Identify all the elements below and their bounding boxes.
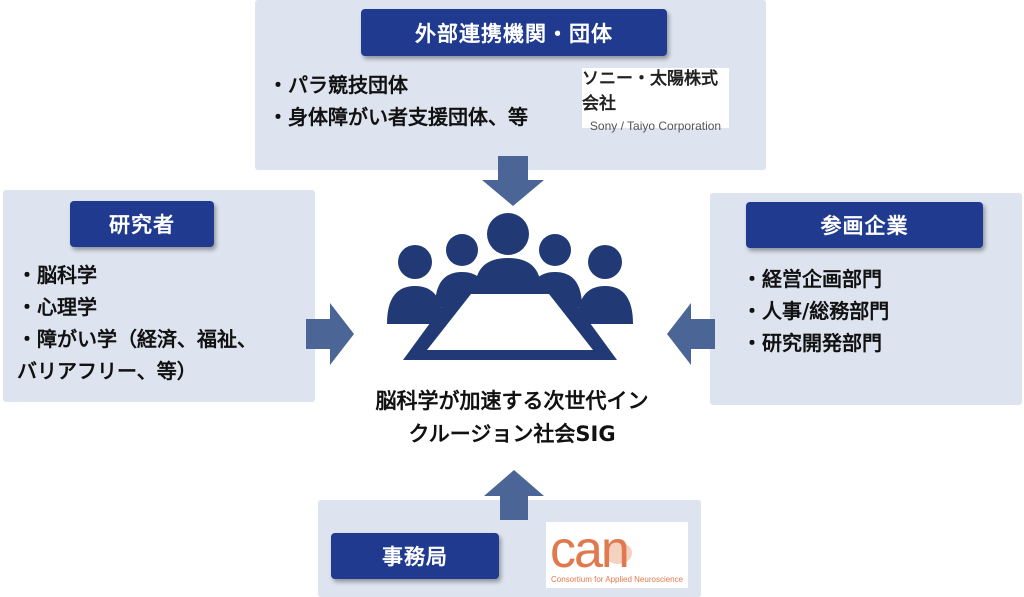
- sig-title-line1: 脳科学が加速する次世代イン: [375, 389, 649, 413]
- arrow-right-icon: [306, 303, 354, 365]
- arrow-down-icon: [482, 156, 544, 206]
- meeting-table-icon: [387, 213, 633, 360]
- sig-title-line2: クルージョン社会SIG: [408, 422, 616, 446]
- arrow-up-icon: [484, 470, 544, 520]
- list-item: ・心理学: [17, 295, 97, 319]
- list-item: ・経営企画部門: [742, 267, 882, 291]
- list-item: ・人事/総務部門: [742, 299, 890, 323]
- can-logo-text: can: [550, 521, 630, 579]
- brain-icon: [604, 542, 632, 564]
- secretariat-title: 事務局: [331, 533, 499, 579]
- researchers-panel: 研究者 ・脳科学 ・心理学 ・障がい学（経済、福祉、 バリアフリー、等）: [3, 190, 315, 402]
- list-item: ・脳科学: [17, 263, 97, 287]
- sony-taiyo-logo: ソニー・太陽株式会社 Sony / Taiyo Corporation: [582, 68, 729, 133]
- sony-logo-jp: ソニー・太陽株式会社: [582, 68, 718, 114]
- external-partners-list: ・パラ競技団体 ・身体障がい者支援団体、等: [268, 69, 528, 133]
- participating-companies-panel: 参画企業 ・経営企画部門 ・人事/総務部門 ・研究開発部門: [710, 193, 1022, 405]
- arrow-left-icon: [667, 303, 715, 365]
- external-partners-title: 外部連携機関・団体: [361, 9, 667, 56]
- participating-companies-list: ・経営企画部門 ・人事/総務部門 ・研究開発部門: [742, 263, 889, 359]
- researchers-list: ・脳科学 ・心理学 ・障がい学（経済、福祉、 バリアフリー、等）: [17, 259, 257, 387]
- external-partners-panel: 外部連携機関・団体 ・パラ競技団体 ・身体障がい者支援団体、等 ソニー・太陽株式…: [255, 0, 766, 170]
- list-item: ・障がい学（経済、福祉、: [17, 327, 257, 351]
- participating-companies-title: 参画企業: [746, 202, 983, 248]
- list-item: バリアフリー、等）: [17, 359, 197, 383]
- sig-title: 脳科学が加速する次世代イン クルージョン社会SIG: [330, 385, 694, 451]
- list-item: ・研究開発部門: [742, 331, 882, 355]
- can-logo: can Consortium for Applied Neuroscience: [546, 521, 688, 588]
- can-logo-subtitle: Consortium for Applied Neuroscience: [551, 575, 684, 584]
- list-item: ・身体障がい者支援団体、等: [268, 105, 528, 129]
- list-item: ・パラ競技団体: [268, 73, 408, 97]
- researchers-title: 研究者: [70, 201, 214, 247]
- sony-logo-en: Sony / Taiyo Corporation: [589, 118, 722, 133]
